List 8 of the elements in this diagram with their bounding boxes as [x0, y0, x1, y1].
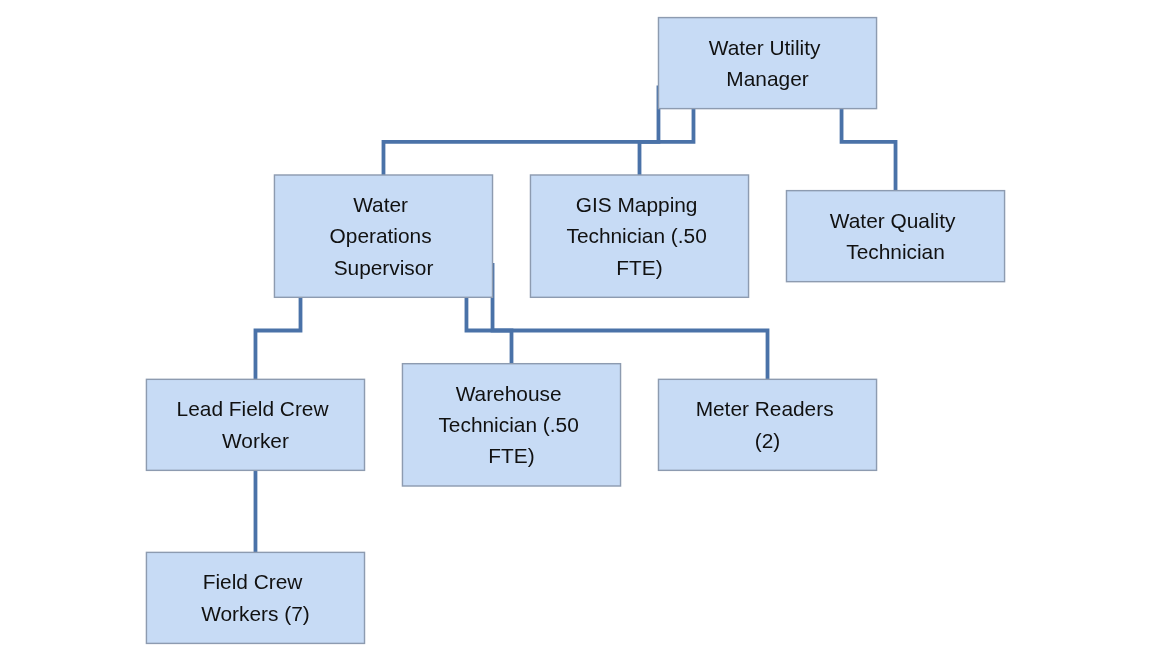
node-box: Water Utility Manager — [657, 16, 878, 110]
node-box: Lead Field Crew Worker — [145, 378, 366, 472]
node-box: Water Operations Supervisor — [273, 174, 494, 298]
node-box: Meter Readers (2) — [657, 378, 878, 472]
node-box: Warehouse Technician (.50 FTE) — [401, 363, 622, 487]
node-box: Field Crew Workers (7) — [145, 551, 366, 645]
node-box: Water Quality Technician — [785, 189, 1006, 283]
node-box: GIS Mapping Technician (.50 FTE) — [529, 174, 750, 298]
